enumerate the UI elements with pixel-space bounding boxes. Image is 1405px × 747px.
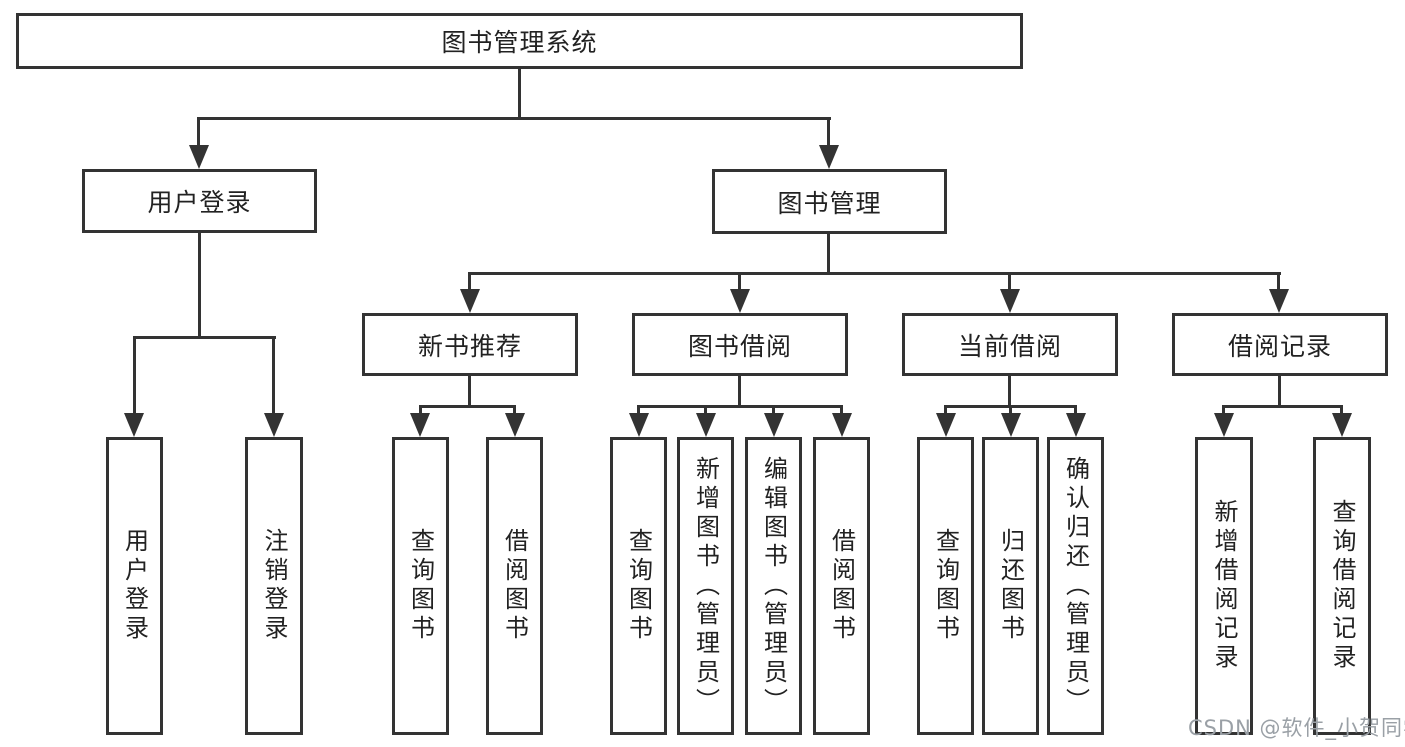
connector-stem: [197, 117, 200, 147]
node-borrow-books: 借阅图书: [813, 437, 870, 735]
node-borrow-records: 借阅记录: [1172, 313, 1388, 376]
connector-stem: [419, 405, 422, 415]
arrow-down-icon: [1066, 413, 1086, 437]
node-query-books-current: 查询图书: [917, 437, 974, 735]
connector-stem: [1008, 272, 1011, 292]
arrow-down-icon: [410, 413, 430, 437]
node-return-books: 归还图书: [982, 437, 1039, 735]
node-query-books-borrow: 查询图书: [610, 437, 667, 735]
connector-stem: [637, 405, 640, 415]
connector-stub: [198, 233, 201, 339]
arrow-down-icon: [1214, 413, 1234, 437]
node-confirm-return-admin: 确认归还（管理员）: [1047, 437, 1104, 735]
arrow-down-icon: [460, 289, 480, 313]
connector-stem: [827, 117, 830, 147]
connector-stem: [1074, 405, 1077, 415]
connector-l2-hline: [197, 117, 831, 120]
connector-root-trunk: [518, 69, 521, 120]
connector-l3-hline: [468, 272, 1281, 275]
connector-stem: [1340, 405, 1343, 415]
connector-stem: [133, 336, 136, 416]
connector-stem: [944, 405, 947, 415]
arrow-down-icon: [730, 289, 750, 313]
node-new-book-recommend: 新书推荐: [362, 313, 578, 376]
connector-stem: [840, 405, 843, 415]
node-current-borrow: 当前借阅: [902, 313, 1118, 376]
arrow-down-icon: [1000, 289, 1020, 313]
node-add-borrow-record: 新增借阅记录: [1195, 437, 1253, 735]
arrow-down-icon: [936, 413, 956, 437]
arrow-down-icon: [1001, 413, 1021, 437]
node-book-management: 图书管理: [712, 169, 947, 234]
arrow-down-icon: [505, 413, 525, 437]
arrow-down-icon: [764, 413, 784, 437]
arrow-down-icon: [832, 413, 852, 437]
connector-stem: [738, 272, 741, 292]
node-library-system: 图书管理系统: [16, 13, 1023, 69]
arrow-down-icon: [264, 413, 284, 437]
connector-hline: [419, 405, 516, 408]
connector-hline: [133, 336, 276, 339]
connector-hline: [1222, 405, 1343, 408]
connector-stem: [272, 336, 275, 416]
connector-stub: [738, 376, 741, 408]
node-user-login: 用户登录: [106, 437, 163, 735]
connector-stub: [468, 376, 471, 408]
arrow-down-icon: [124, 413, 144, 437]
connector-stub: [827, 234, 830, 275]
arrow-down-icon: [629, 413, 649, 437]
connector-stem: [1277, 272, 1280, 292]
connector-stem: [772, 405, 775, 415]
node-query-borrow-record: 查询借阅记录: [1313, 437, 1371, 735]
connector-stem: [1222, 405, 1225, 415]
node-query-books-recommend: 查询图书: [392, 437, 449, 735]
connector-stub: [1278, 376, 1281, 408]
connector-stem: [468, 272, 471, 292]
arrow-down-icon: [696, 413, 716, 437]
connector-stem: [1009, 405, 1012, 415]
node-edit-books-admin: 编辑图书（管理员）: [745, 437, 802, 735]
connector-stem: [513, 405, 516, 415]
node-user-login-group: 用户登录: [82, 169, 317, 233]
node-add-books-admin: 新增图书（管理员）: [677, 437, 734, 735]
node-borrow-books-recommend: 借阅图书: [486, 437, 543, 735]
arrow-down-icon: [819, 145, 839, 169]
arrow-down-icon: [189, 145, 209, 169]
watermark: CSDN @软件_小贺同学: [1188, 716, 1405, 740]
node-book-borrow: 图书借阅: [632, 313, 848, 376]
arrow-down-icon: [1332, 413, 1352, 437]
node-logout: 注销登录: [245, 437, 303, 735]
connector-stem: [704, 405, 707, 415]
arrow-down-icon: [1269, 289, 1289, 313]
connector-stub: [1008, 376, 1011, 408]
connector-hline: [637, 405, 843, 408]
